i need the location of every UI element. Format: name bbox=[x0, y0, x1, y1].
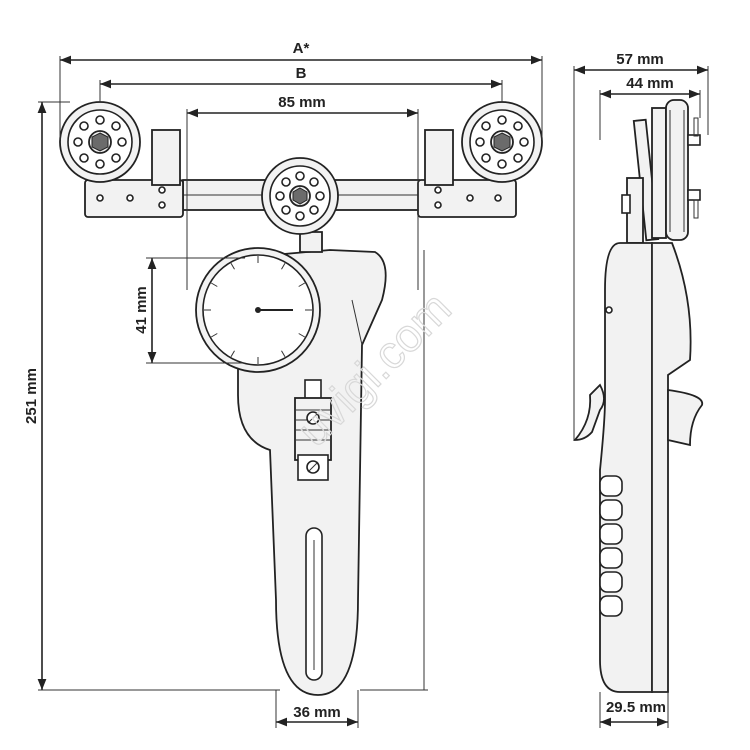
front-view bbox=[59, 101, 543, 696]
dim-36-label: 36 mm bbox=[293, 704, 341, 721]
dial-tick bbox=[298, 282, 306, 287]
dim-44-label: 44 mm bbox=[626, 75, 674, 92]
right-pulley-wheel bbox=[461, 101, 543, 183]
dial-tick bbox=[298, 333, 306, 338]
dial-tick bbox=[230, 262, 235, 270]
dim-29-5-label: 29.5 mm bbox=[606, 699, 666, 716]
side-pulley-plates bbox=[632, 99, 701, 242]
dim-85-label: 85 mm bbox=[278, 94, 326, 111]
left-bracket bbox=[84, 129, 184, 218]
dim-57-label: 57 mm bbox=[616, 51, 664, 68]
dim-b-label: B bbox=[296, 65, 307, 82]
left-pulley-wheel bbox=[59, 101, 141, 183]
dim-251-label: 251 mm bbox=[23, 368, 40, 424]
dial-gauge bbox=[195, 247, 321, 373]
dimension-lines bbox=[37, 55, 709, 728]
dial-tick bbox=[210, 333, 218, 338]
dim-a-label: A* bbox=[293, 40, 310, 57]
dial-tick bbox=[210, 282, 218, 287]
dim-41-label: 41 mm bbox=[133, 286, 150, 334]
side-handle-body bbox=[573, 242, 704, 693]
dimension-labels: A* B 85 mm 41 mm 251 mm 36 mm 57 mm 44 m… bbox=[23, 40, 674, 721]
right-bracket bbox=[417, 129, 517, 218]
side-view bbox=[573, 99, 704, 693]
dial-tick bbox=[230, 350, 235, 358]
dial-tick bbox=[281, 262, 286, 270]
center-pulley-wheel bbox=[261, 157, 339, 235]
dial-tick bbox=[281, 350, 286, 358]
